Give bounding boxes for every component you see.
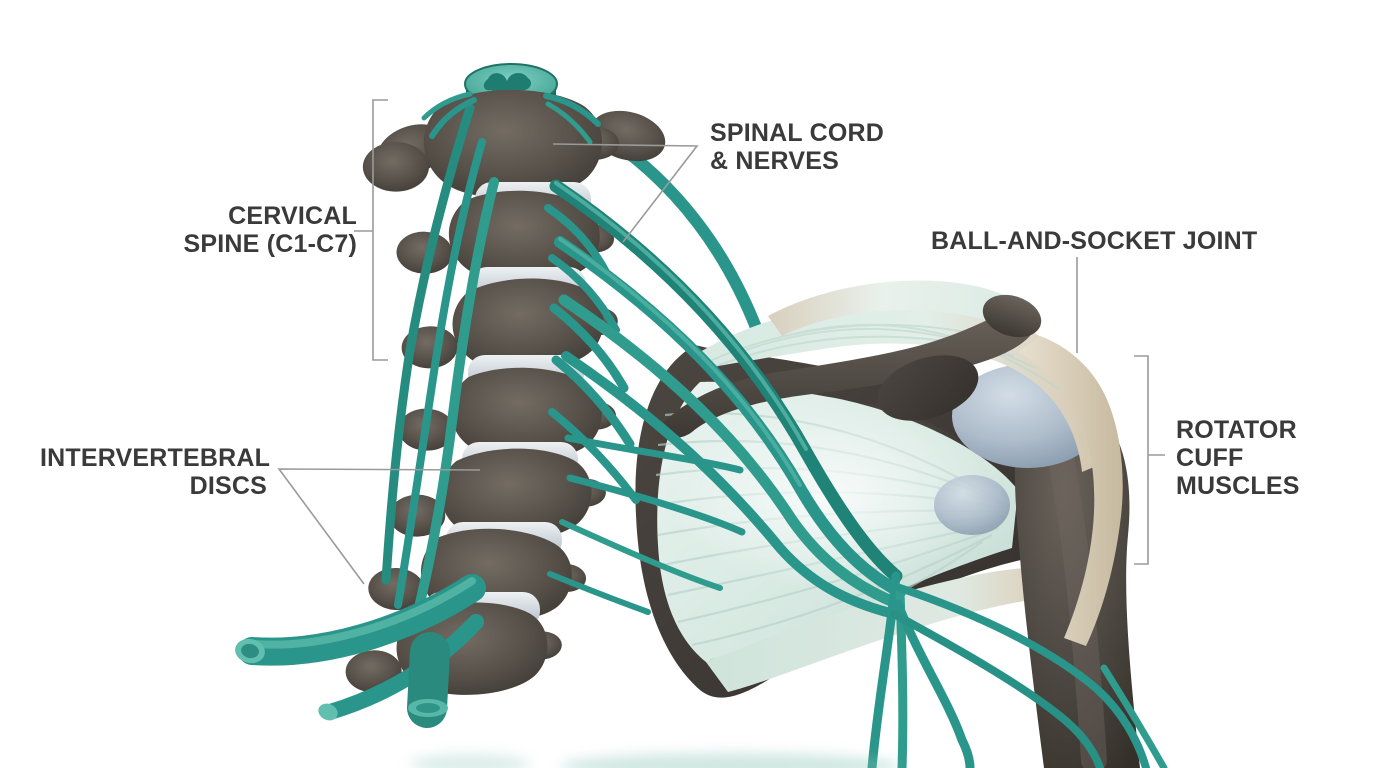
nerve <box>893 599 975 768</box>
humerus-highlight <box>1045 432 1107 768</box>
nerve-trunk <box>238 574 486 666</box>
label-line: BALL-AND-SOCKET JOINT <box>931 227 1258 255</box>
nerve-rootlet <box>421 91 473 121</box>
upper-tendon-band <box>768 280 1022 336</box>
nerve <box>867 571 901 768</box>
label-line: SPINE (C1-C7) <box>183 230 357 258</box>
nerve-rootlet <box>545 101 593 145</box>
lateral-tendon <box>1018 336 1123 646</box>
nerve-root <box>548 254 620 334</box>
nerve-cut-end <box>318 703 338 721</box>
nerves-illustration <box>235 91 1168 768</box>
nerve <box>896 584 1150 768</box>
label-line: SPINAL CORD <box>710 119 884 147</box>
nerve <box>409 177 499 633</box>
acromion <box>877 355 979 421</box>
teres-muscle-band <box>706 568 1030 692</box>
nerve-branch <box>559 519 723 591</box>
nerve <box>1100 664 1168 768</box>
nerve-cut-end <box>235 638 265 664</box>
discs-leader <box>277 468 481 585</box>
nerve-rootlet <box>543 93 601 127</box>
label-intervertebral-discs: INTERVERTEBRAL DISCS <box>40 444 271 500</box>
nerve-stump <box>407 632 450 728</box>
nerve-highlight <box>554 181 808 451</box>
nerve <box>381 103 475 585</box>
nerve-highlight <box>558 237 802 487</box>
nerve <box>558 294 904 610</box>
joint-capsule <box>934 475 1010 535</box>
label-cervical-spine: CERVICAL SPINE (C1-C7) <box>130 202 357 258</box>
nerve-cut-core <box>416 703 440 713</box>
nerve-rootlet <box>429 97 477 139</box>
nerve-branch <box>566 474 746 536</box>
nerve-root <box>549 303 629 393</box>
clavicle-end-knob <box>982 294 1042 338</box>
nerve-branch <box>564 434 744 474</box>
nerve <box>561 351 899 619</box>
rotator-cuff-bracket <box>1134 355 1165 565</box>
spinal-cord-leader <box>552 143 699 243</box>
label-line: CERVICAL <box>228 202 357 230</box>
leader-lines <box>277 99 1165 585</box>
label-spinal-cord-nerves: SPINAL CORD & NERVES <box>710 119 884 175</box>
label-line: DISCS <box>189 472 267 500</box>
label-line: MUSCLES <box>1176 472 1300 500</box>
label-line: INTERVERTEBRAL <box>40 444 271 472</box>
nerve-branch <box>547 571 651 615</box>
label-rotator-cuff-muscles: ROTATOR CUFF MUSCLES <box>1176 416 1300 500</box>
clavicle <box>662 305 1039 438</box>
nerve-root <box>548 408 640 504</box>
cervical-spine-bracket <box>354 99 388 361</box>
nerve-root <box>551 355 635 449</box>
label-line: ROTATOR <box>1176 416 1297 444</box>
label-line: CUFF <box>1176 444 1244 472</box>
nerve <box>890 610 1104 768</box>
nerve <box>394 138 486 609</box>
label-ball-and-socket-joint: BALL-AND-SOCKET JOINT <box>931 227 1257 255</box>
bottom-blur <box>410 753 900 768</box>
nerve-trunk-highlight <box>250 577 476 649</box>
label-line: & NERVES <box>710 147 839 175</box>
